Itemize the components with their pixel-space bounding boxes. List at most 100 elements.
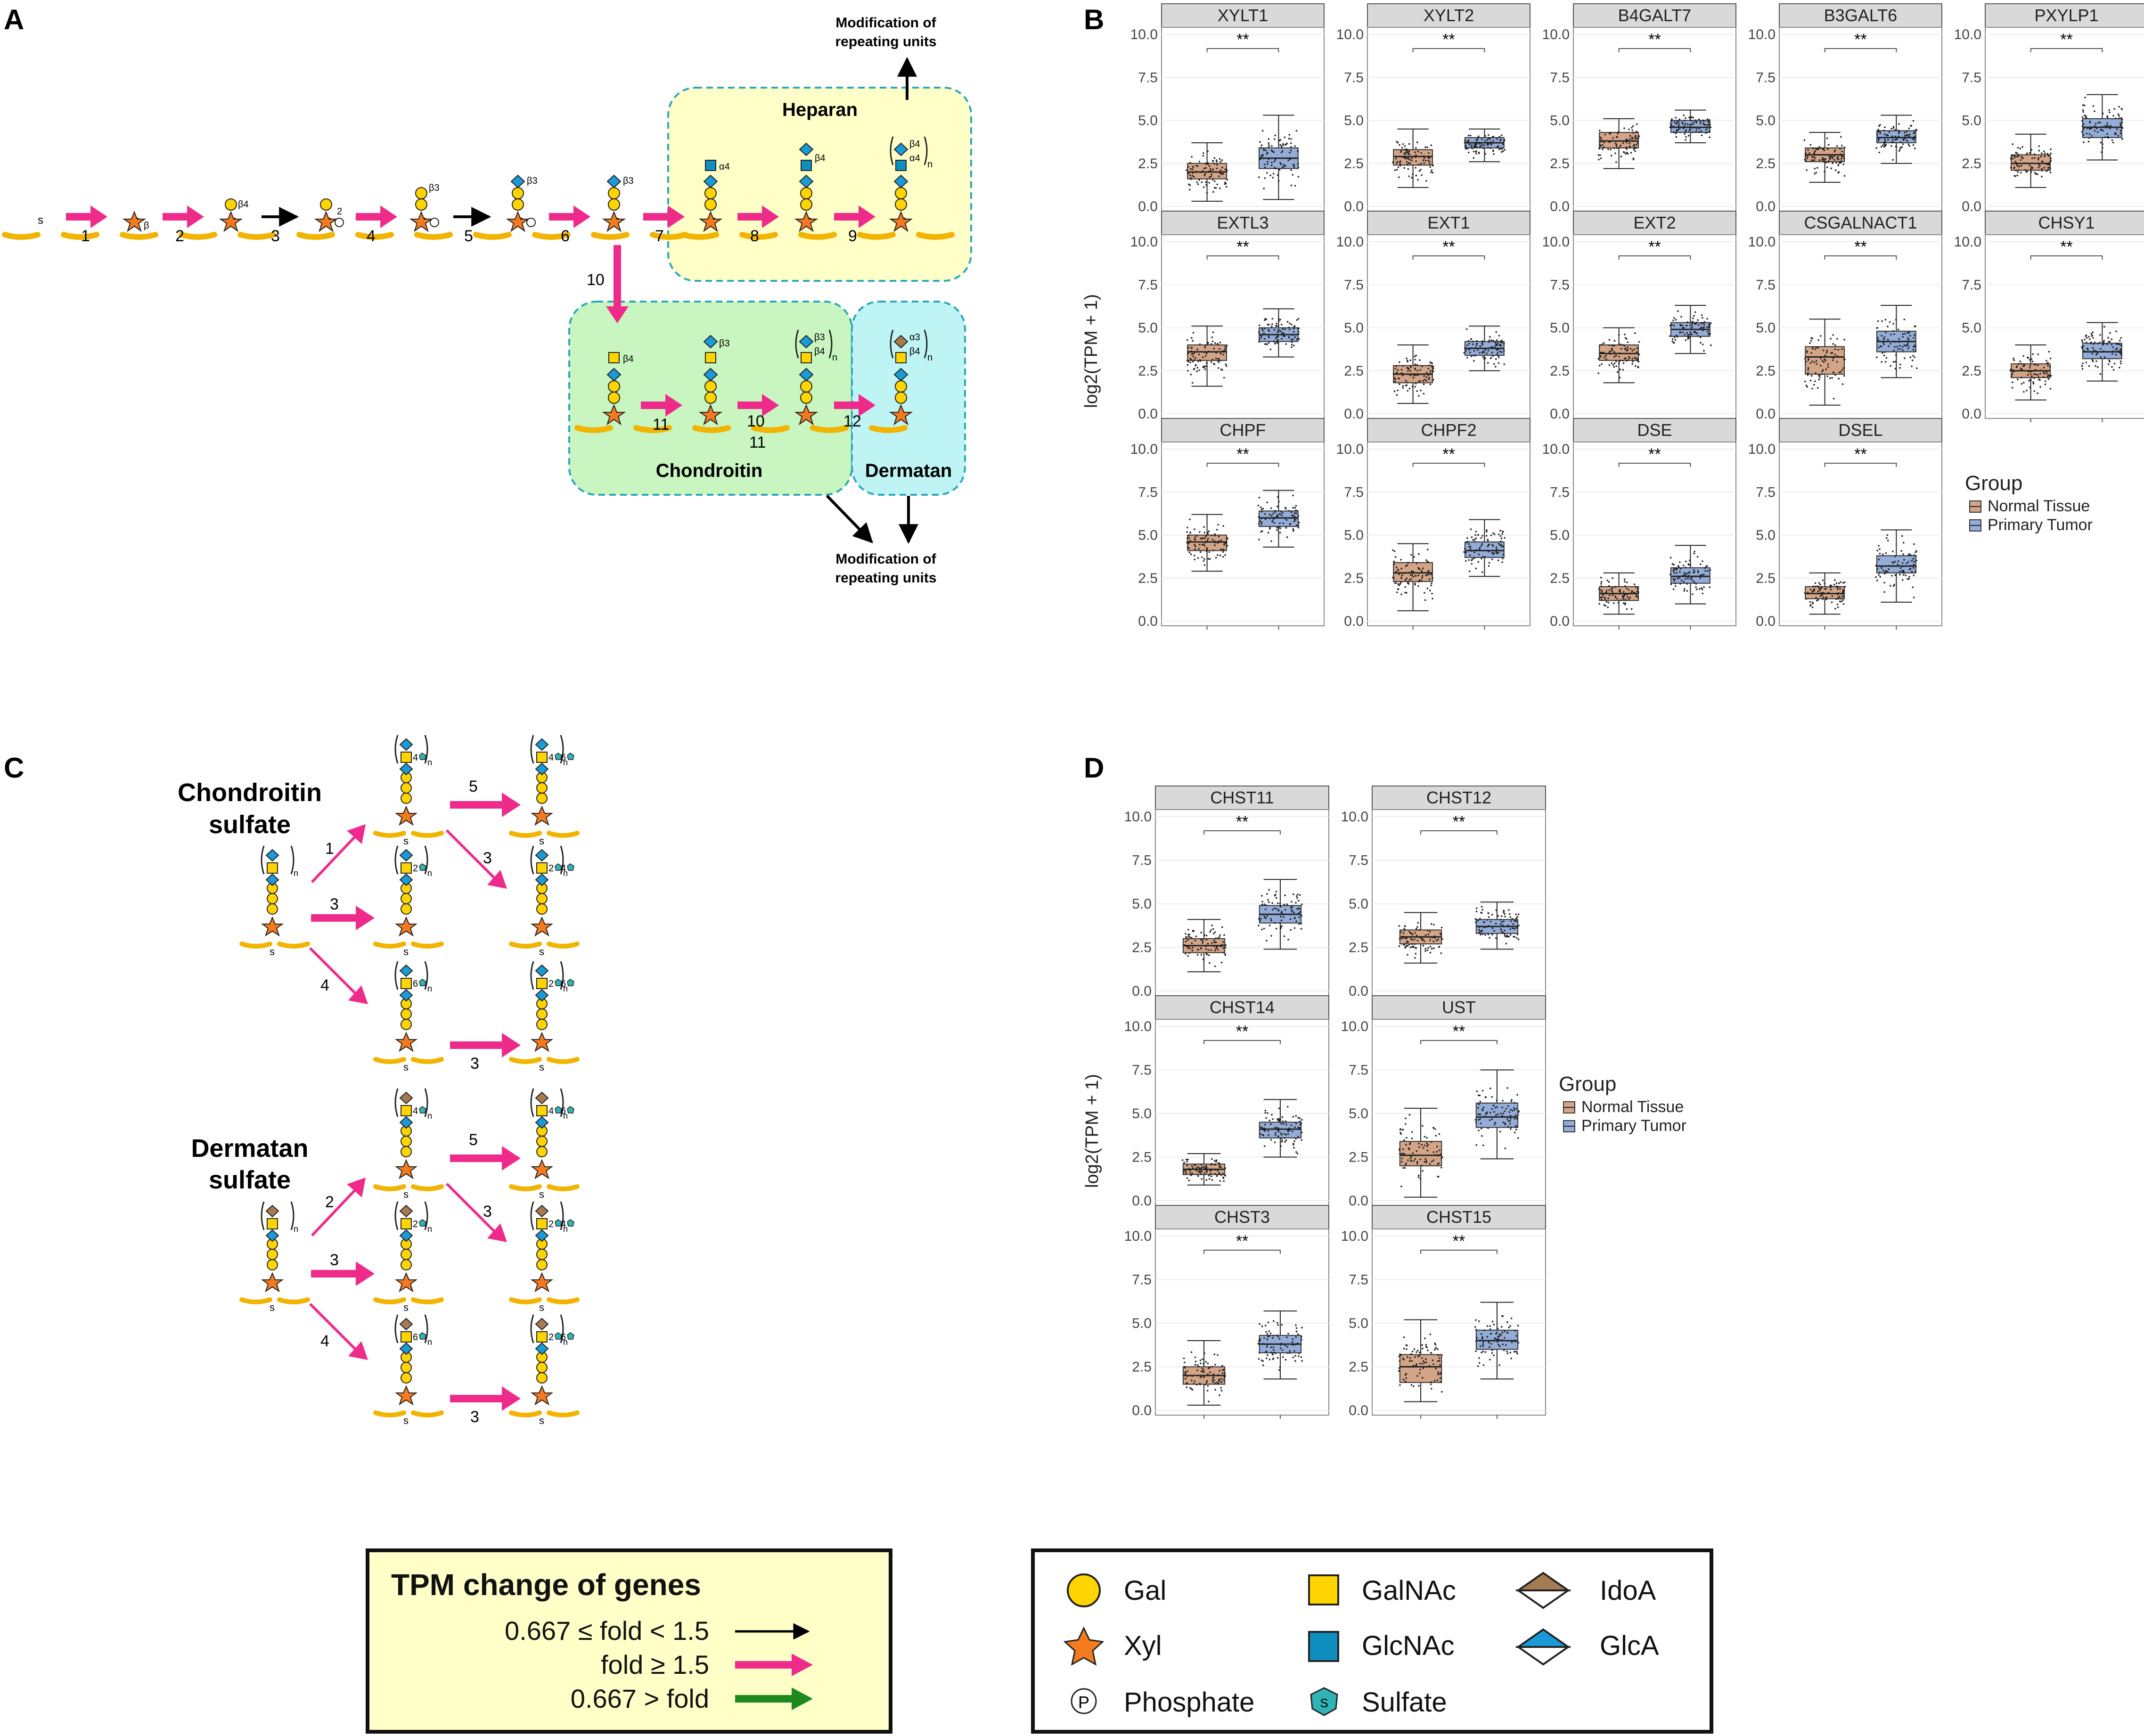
panel-label-a: A [4, 4, 24, 35]
box-tumor [2081, 322, 2122, 382]
significance-marker: ** [1854, 238, 1866, 256]
plot-area [1161, 27, 1325, 212]
box-tumor [1875, 529, 1918, 603]
symbol-key: Gal Xyl P Phosphate GalNAc GlcNAc S Sulf… [1031, 1548, 1713, 1734]
significance-marker: ** [2060, 31, 2072, 49]
box-tumor [1669, 545, 1711, 605]
y-tick-label: 5.0 [1349, 896, 1368, 912]
box-tumor [1463, 519, 1506, 577]
significance-bracket [1618, 463, 1691, 467]
cs-arrow-3c [450, 1033, 521, 1057]
plot-area [1372, 809, 1546, 996]
repeat-n: n [927, 352, 933, 363]
modification-bottom-line2: repeating units [835, 570, 936, 586]
y-tick-label: 7.5 [1132, 1063, 1152, 1078]
y-tick-label: 5.0 [1756, 113, 1776, 129]
y-tick-label: 7.5 [1550, 70, 1570, 85]
serine-label: s [270, 1302, 275, 1313]
plot-area [1161, 442, 1325, 626]
box-tumor [1463, 325, 1506, 371]
jitter-points [1669, 310, 1712, 352]
box-normal [1804, 572, 1846, 615]
box-tumor [1876, 305, 1918, 378]
box-tumor [1474, 901, 1520, 950]
box-iqr [1465, 541, 1505, 558]
key-galnac: GalNAc [1362, 1575, 1456, 1606]
y-tick-label: 10.0 [1130, 442, 1158, 457]
y-tick-label: 5.0 [1550, 113, 1570, 129]
linkage-label: β3 [623, 176, 634, 186]
ds-step: 3 [470, 1408, 479, 1426]
significance-marker: ** [1236, 1023, 1248, 1040]
jitter-points [1186, 518, 1228, 566]
jitter-points [1392, 354, 1434, 397]
y-tick-label: 5.0 [1962, 320, 1981, 336]
y-tick-label: 2.5 [1138, 571, 1158, 586]
sulfate-icon [419, 1219, 426, 1227]
box-iqr [1393, 149, 1433, 166]
jitter-points [2081, 326, 2122, 375]
facet-title: XYLT2 [1424, 6, 1474, 25]
glycan-stack-13: α3 β4 n [889, 329, 933, 426]
plot-area [1985, 234, 2144, 419]
significance-bracket [1206, 255, 1279, 260]
significance-marker: ** [1236, 445, 1249, 463]
step-number: 5 [464, 227, 473, 245]
facet-strip [1155, 995, 1329, 1020]
serine-label: s [403, 946, 409, 958]
facet-title: CHST11 [1210, 788, 1274, 807]
ds-step: 4 [320, 1332, 329, 1350]
facet-title: CHPF [1220, 420, 1266, 440]
tpm-legend-title: TPM change of genes [391, 1568, 701, 1602]
box-tumor [1258, 879, 1303, 950]
y-tick-label: 5.0 [1132, 896, 1152, 912]
box-normal [1392, 128, 1434, 188]
linkage-label: β3 [814, 332, 825, 343]
beta-linkage: β [144, 221, 149, 231]
key-phosphate: Phosphate [1124, 1687, 1254, 1718]
y-tick-label: 5.0 [1349, 1316, 1368, 1331]
y-tick-label: 0.0 [1138, 406, 1158, 422]
sulfate-position: 6 [561, 979, 566, 989]
jitter-points [1183, 925, 1227, 967]
jitter-points [1875, 534, 1918, 598]
y-tick-label: 2.5 [1132, 1359, 1152, 1375]
serine-label: s [539, 1188, 544, 1200]
facet-strip [1779, 418, 1942, 442]
jitter-points [1183, 1351, 1226, 1403]
idoa-icon-bottom [1515, 1589, 1571, 1609]
serine-label: s [539, 946, 544, 958]
significance-marker: ** [1648, 31, 1661, 49]
key-idoa: IdoA [1600, 1575, 1656, 1606]
tpm-legend-row1: 0.667 ≤ fold < 1.5 [505, 1616, 709, 1646]
serine-label: s [403, 835, 409, 847]
jitter-points [1876, 319, 1918, 369]
y-axis-label: log2(TPM + 1) [1081, 294, 1101, 408]
cs-step: 3 [330, 895, 339, 913]
step-number: 2 [175, 227, 184, 245]
y-tick-label: 0.0 [1132, 983, 1152, 999]
c-glycan-stack: sn4 [373, 1088, 444, 1200]
significance-bracket [1206, 48, 1279, 52]
c-glycan-stack: sn [239, 845, 310, 958]
step-number: 10 [587, 271, 605, 289]
y-tick-label: 7.5 [1132, 1272, 1152, 1288]
repeat-n: n [563, 1337, 568, 1347]
facet-title: UST [1442, 998, 1476, 1017]
significance-marker: ** [1854, 31, 1866, 49]
repeat-n: n [427, 1224, 432, 1234]
box-tumor [1669, 109, 1712, 143]
y-tick-label: 2.5 [1550, 363, 1570, 379]
jitter-points [1399, 1114, 1443, 1187]
sulfate-icon [567, 979, 574, 986]
linkage-label: β3 [719, 338, 730, 349]
box-tumor [1259, 1099, 1303, 1158]
y-tick-label: 2.5 [1344, 156, 1364, 172]
facet-title: PXYLP1 [2034, 6, 2098, 25]
